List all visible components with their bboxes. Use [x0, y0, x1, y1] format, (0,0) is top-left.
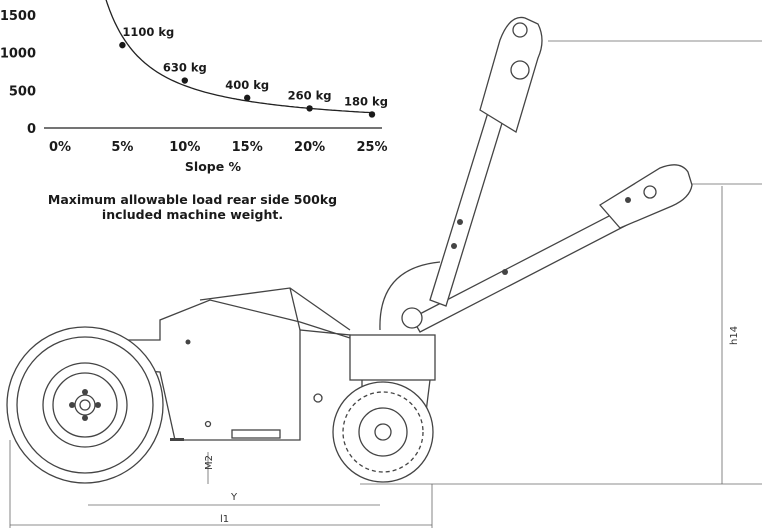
data-point [119, 41, 126, 49]
upper-handle [429, 16, 543, 307]
m2-dim-label: M2 [204, 455, 215, 470]
front-column [349, 334, 436, 381]
load-note-line-1: Maximum allowable load rear side 500kg [47, 192, 338, 207]
x-tick-label: 0% [49, 140, 71, 155]
y-tick-label: 500 [9, 84, 36, 99]
x-tick-label: 15% [232, 140, 263, 155]
data-point [368, 111, 376, 118]
front-caster-wheel [332, 381, 434, 483]
x-tick-label: 10% [169, 140, 200, 155]
y-axis-ticks: 0 500 1000 1500 [0, 9, 36, 137]
data-points: 1100 kg 630 kg 400 kg 260 kg 180 kg [119, 25, 388, 118]
y-tick-label: 0 [27, 122, 36, 137]
lower-handle [411, 164, 693, 333]
data-label: 1100 kg [122, 25, 174, 39]
h14-upper-dim-label: h14 [760, 268, 762, 287]
pivot-joint [401, 307, 423, 329]
data-point [181, 77, 188, 84]
data-label: 630 kg [163, 61, 207, 75]
load-note-line-2: included machine weight. [101, 207, 284, 222]
y-dim-label: Y [230, 492, 238, 503]
x-axis-ticks: 0% 5% 10% 15% 20% 25% [49, 140, 388, 155]
data-label: 180 kg [344, 94, 388, 108]
data-label: 260 kg [288, 88, 332, 102]
pivot-arc [379, 261, 441, 331]
x-tick-label: 25% [356, 140, 387, 155]
data-point [306, 105, 313, 112]
data-label: 400 kg [225, 78, 269, 92]
h14-dim-label: h14 [729, 326, 740, 345]
x-tick-label: 20% [294, 140, 325, 155]
rear-wheel [6, 326, 164, 484]
y-tick-label: 1000 [0, 47, 36, 62]
load-curve-line [105, 0, 373, 114]
load-slope-chart: 0 500 1000 1500 0% 5% 10% 15% 20% 25% 1100 kg 630… [0, 0, 388, 174]
x-tick-label: 5% [111, 140, 133, 155]
l1-dim-label: l1 [220, 514, 229, 525]
y-tick-label: 1500 [0, 9, 36, 24]
data-point [244, 94, 251, 102]
load-note: Maximum allowable load rear side 500kg i… [20, 192, 365, 222]
x-axis-title: Slope % [185, 159, 242, 174]
